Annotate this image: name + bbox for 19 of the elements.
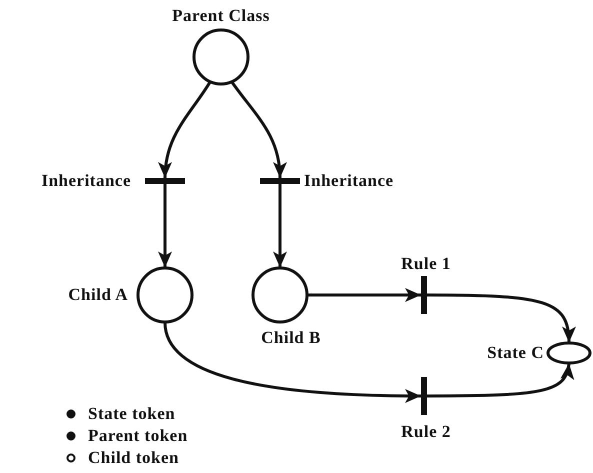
legend-text: State token (88, 404, 176, 424)
arrow (164, 322, 422, 403)
node-label: Child A (67, 284, 128, 306)
arrow (427, 294, 576, 343)
arrow (427, 363, 574, 398)
arrow (158, 184, 172, 268)
node-label: Parent Class (171, 5, 271, 27)
arrow (230, 80, 286, 178)
legend-text: Child token (88, 448, 179, 468)
arrow (308, 288, 421, 302)
arrow (273, 184, 287, 268)
node-label: State C (486, 342, 544, 364)
node-label: Rule 2 (400, 421, 452, 443)
arrow (158, 81, 212, 178)
node-label: Inheritance (40, 170, 131, 192)
node-label: Child B (260, 327, 322, 349)
legend-text: Parent token (88, 426, 188, 446)
node-label: Inheritance (304, 170, 395, 192)
node-label: Rule 1 (400, 253, 452, 275)
